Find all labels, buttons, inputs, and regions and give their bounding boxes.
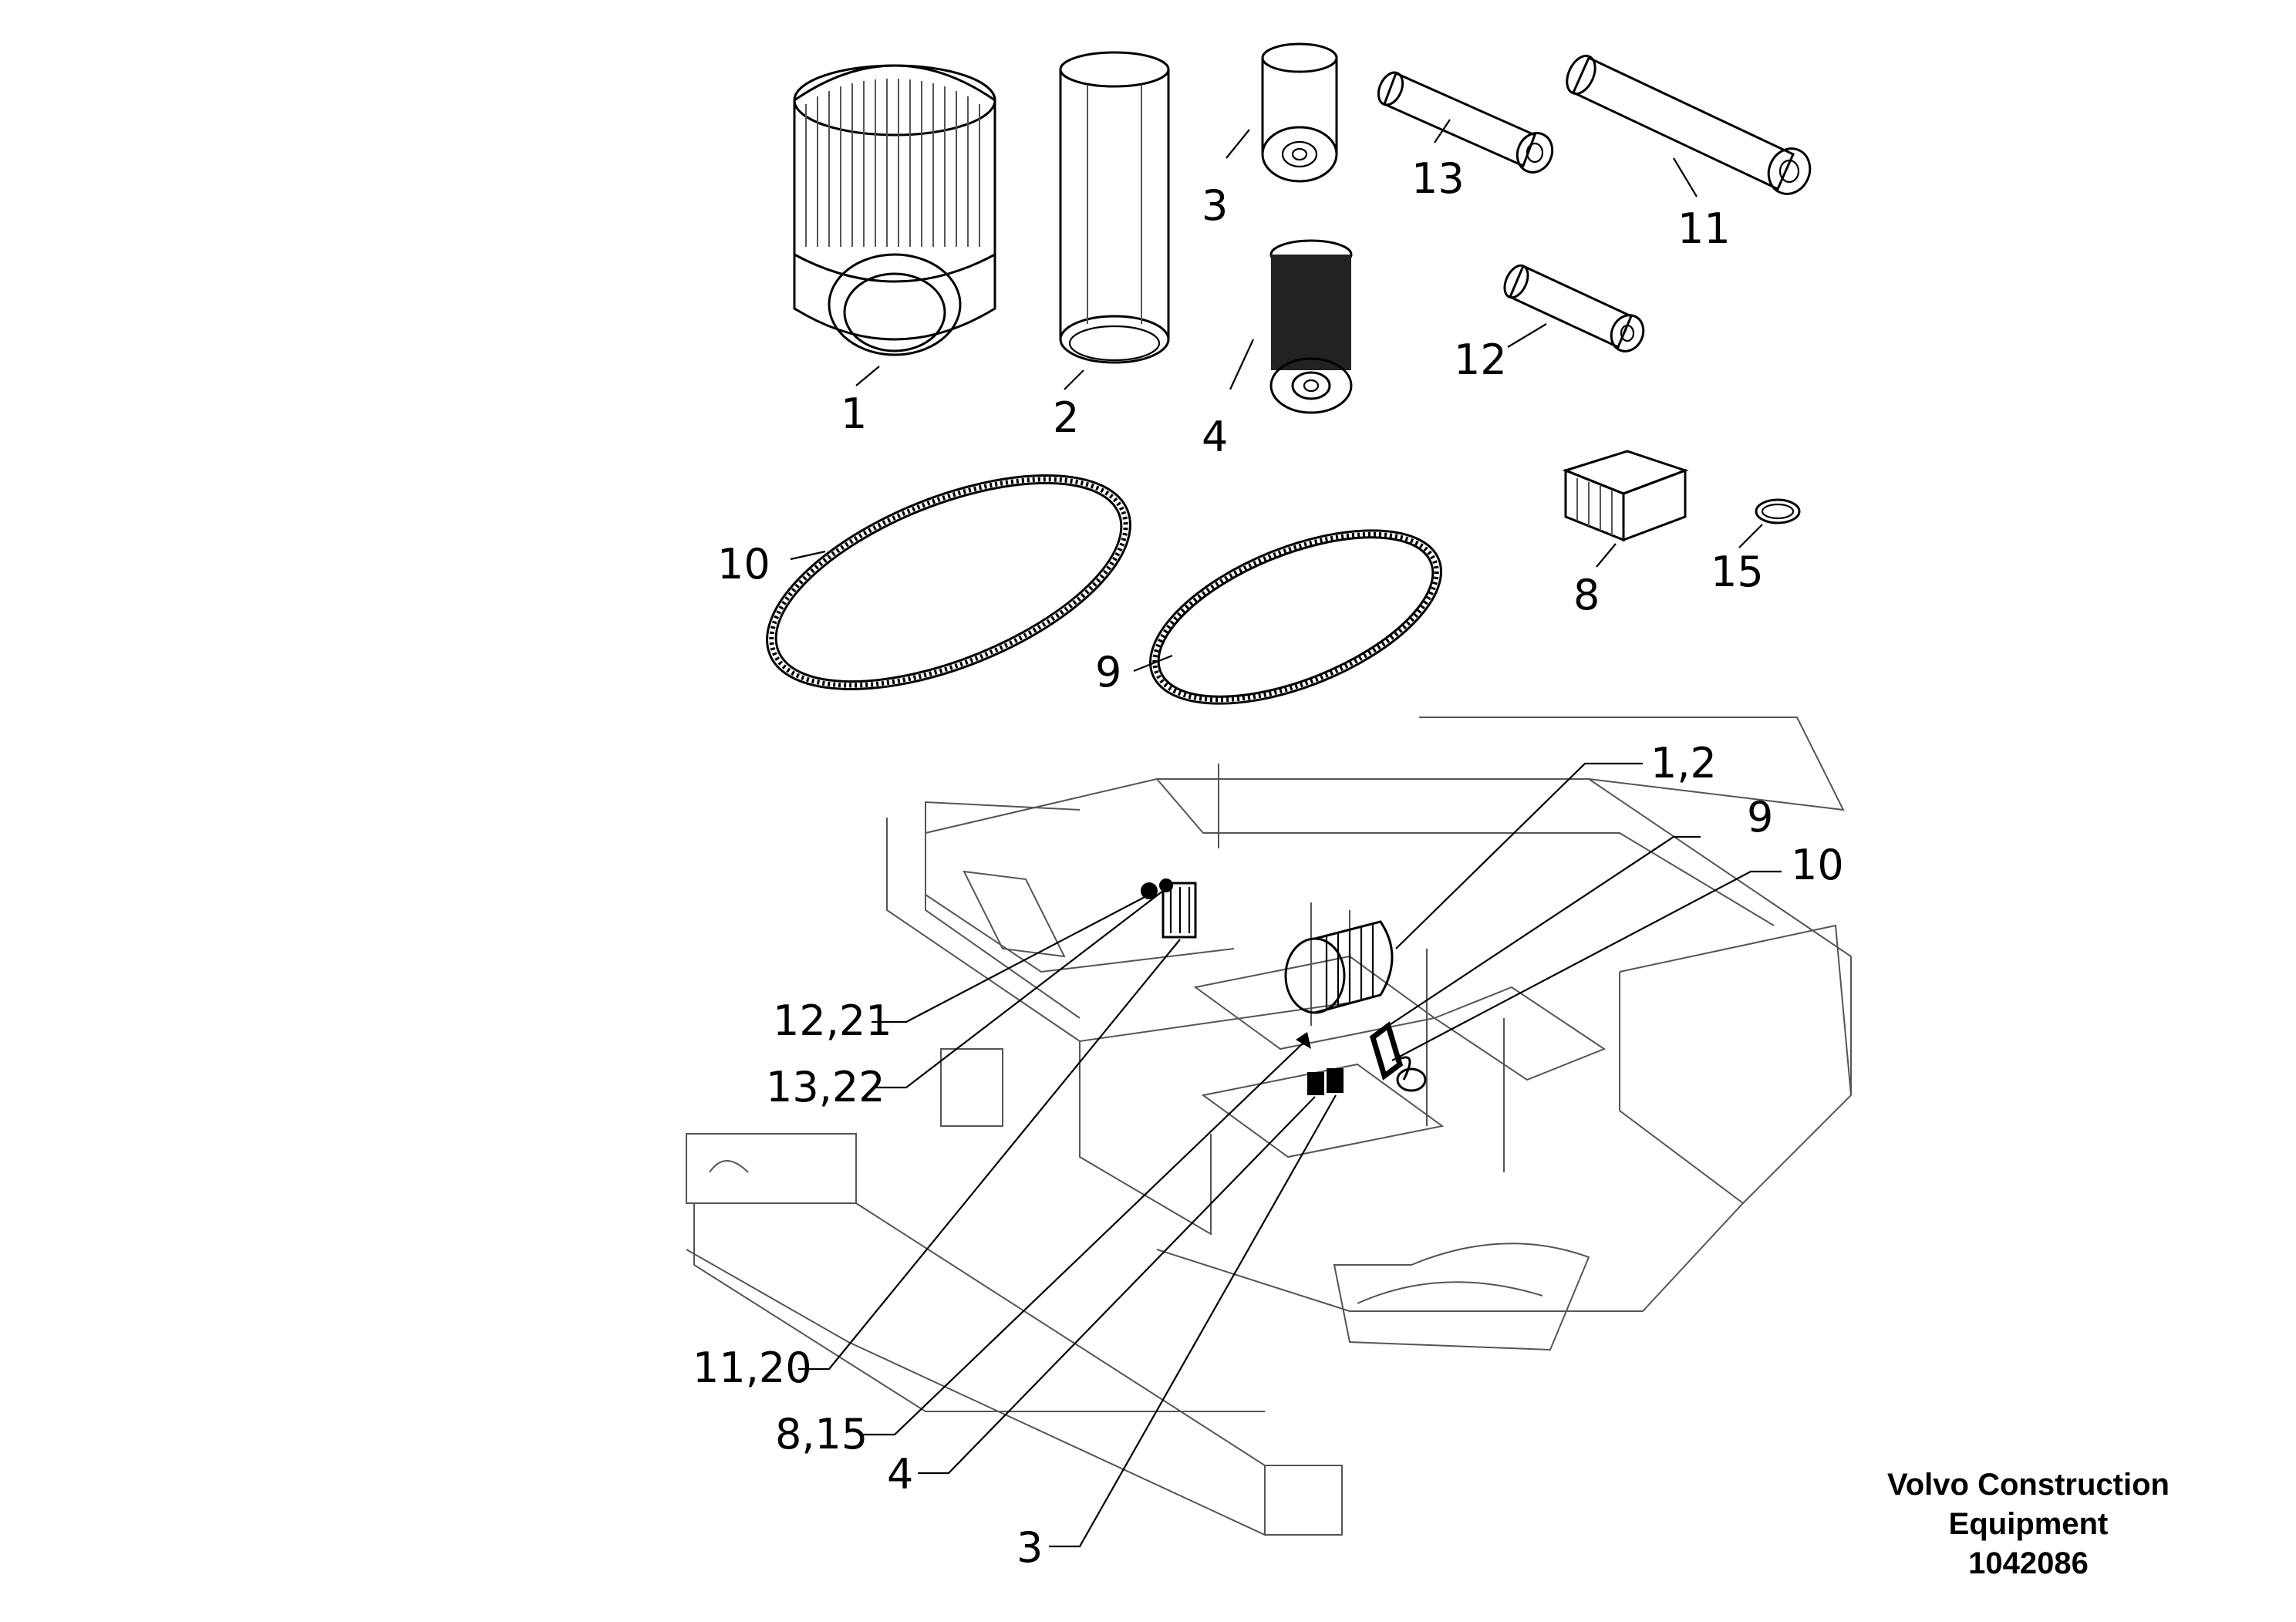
footer-document-number: 1042086 [1968,1546,2089,1580]
footer-line-1: Volvo Construction [1887,1468,2170,1502]
fuel-filter-part-4 [1269,239,1353,414]
callout-1-2: 1,2 [1650,739,1717,787]
callout-10-machine: 10 [1791,841,1844,889]
top-leader-lines [790,119,1763,673]
callout-4: 4 [1202,413,1228,461]
seal-ring-part-15 [1755,498,1801,524]
machine-outline [686,717,1852,1536]
v-belt-part-9 [1149,529,1442,705]
air-filter-secondary-part-2 [1059,51,1170,364]
hydraulic-filter-part-13 [1377,71,1554,174]
callout-11-20: 11,20 [693,1344,812,1392]
callout-8: 8 [1573,571,1600,619]
callout-8-15: 8,15 [775,1410,868,1458]
air-filter-primary-part-1 [793,64,996,356]
hydraulic-filter-part-12 [1503,264,1645,352]
callout-2: 2 [1053,393,1079,442]
publisher-footer: Volvo Construction Equipment 1042086 [1843,1465,2213,1583]
callout-10: 10 [717,540,770,588]
cabin-filter-part-8 [1562,450,1689,542]
callout-9-machine: 9 [1747,793,1773,841]
v-belt-part-10 [766,474,1131,690]
callout-13-22: 13,22 [766,1063,885,1111]
hydraulic-filter-part-11 [1566,54,1812,195]
machine-highlighted-parts [1141,878,1427,1095]
callout-4-machine: 4 [887,1450,913,1499]
callout-15: 15 [1711,548,1764,596]
top-callouts: 1 2 3 4 13 11 12 8 15 10 9 [717,154,1764,696]
callout-1: 1 [841,389,867,438]
machine-callouts: 1,2 9 10 12,21 13,22 11,20 8,15 4 3 [693,739,1844,1572]
callout-3: 3 [1202,181,1228,230]
footer-line-2: Equipment [1948,1507,2109,1541]
callout-3-machine: 3 [1017,1523,1043,1572]
callout-13: 13 [1411,154,1465,203]
callout-9: 9 [1095,648,1121,696]
machine-leader-lines [798,762,1782,1548]
callout-12-21: 12,21 [773,996,892,1045]
callout-11: 11 [1677,204,1731,253]
callout-12: 12 [1454,336,1507,384]
oil-filter-part-3 [1261,42,1338,183]
